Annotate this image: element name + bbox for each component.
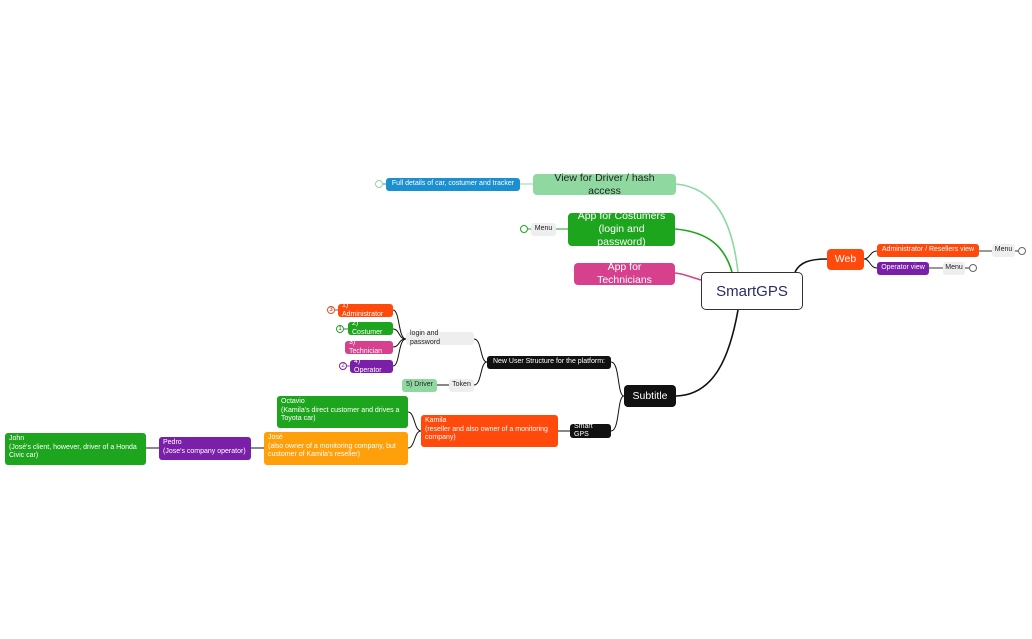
node-menu-admin[interactable]: Menu: [992, 244, 1015, 257]
node-admin-view[interactable]: Administrator / Resellers view: [877, 244, 979, 257]
link-app-costumers: [674, 228, 733, 273]
node-app-costumers[interactable]: App for Costumers (login and password): [568, 210, 675, 248]
node-operator[interactable]: 4) Operator: [350, 358, 393, 374]
node-technician[interactable]: 3) Technician: [345, 339, 393, 355]
node-token[interactable]: Token: [449, 379, 474, 392]
link-view-driver: [675, 183, 739, 273]
node-full-details[interactable]: Full details of car, costumer and tracke…: [386, 178, 520, 191]
node-new-user-structure[interactable]: New User Structure for the platform:: [487, 356, 611, 369]
collapse-toggle-icon[interactable]: [375, 180, 383, 188]
collapse-toggle-icon[interactable]: 2: [339, 362, 347, 370]
node-menu-costumers[interactable]: Menu: [531, 223, 556, 236]
node-view-driver[interactable]: View for Driver / hash access: [533, 172, 676, 197]
collapse-toggle-icon[interactable]: 1: [336, 325, 344, 333]
node-costumer[interactable]: 2) Costumer: [348, 320, 393, 336]
node-menu-operator[interactable]: Menu: [943, 262, 965, 275]
node-pedro[interactable]: Pedro (Jose's company operator): [159, 437, 251, 460]
node-octavio[interactable]: Octavio (Kamila's direct customer and dr…: [277, 396, 408, 428]
node-operator-view[interactable]: Operator view: [877, 262, 929, 275]
node-administrator[interactable]: 1) Administrator: [338, 302, 393, 318]
node-app-technicians[interactable]: App for Technicians: [574, 261, 675, 286]
node-web[interactable]: Web: [827, 249, 864, 270]
node-subtitle[interactable]: Subtitle: [624, 385, 676, 407]
link-app-technicians: [674, 272, 702, 281]
collapse-toggle-icon[interactable]: [1018, 247, 1026, 255]
root-node[interactable]: SmartGPS: [701, 272, 803, 310]
node-driver[interactable]: 5) Driver: [402, 379, 437, 392]
node-smart-gps[interactable]: Smart GPS: [570, 423, 611, 438]
node-login-password[interactable]: login and password: [406, 330, 474, 346]
node-john[interactable]: John (José's client, however, driver of …: [5, 433, 146, 465]
collapse-toggle-icon[interactable]: [520, 225, 528, 233]
link-subtitle: [675, 309, 739, 397]
node-kamila[interactable]: Kamila (reseller and also owner of a mon…: [421, 415, 558, 447]
node-jose[interactable]: José (also owner of a monitoring company…: [264, 432, 408, 465]
collapse-toggle-icon[interactable]: [969, 264, 977, 272]
link-web: [794, 258, 828, 273]
collapse-toggle-icon[interactable]: 3: [327, 306, 335, 314]
